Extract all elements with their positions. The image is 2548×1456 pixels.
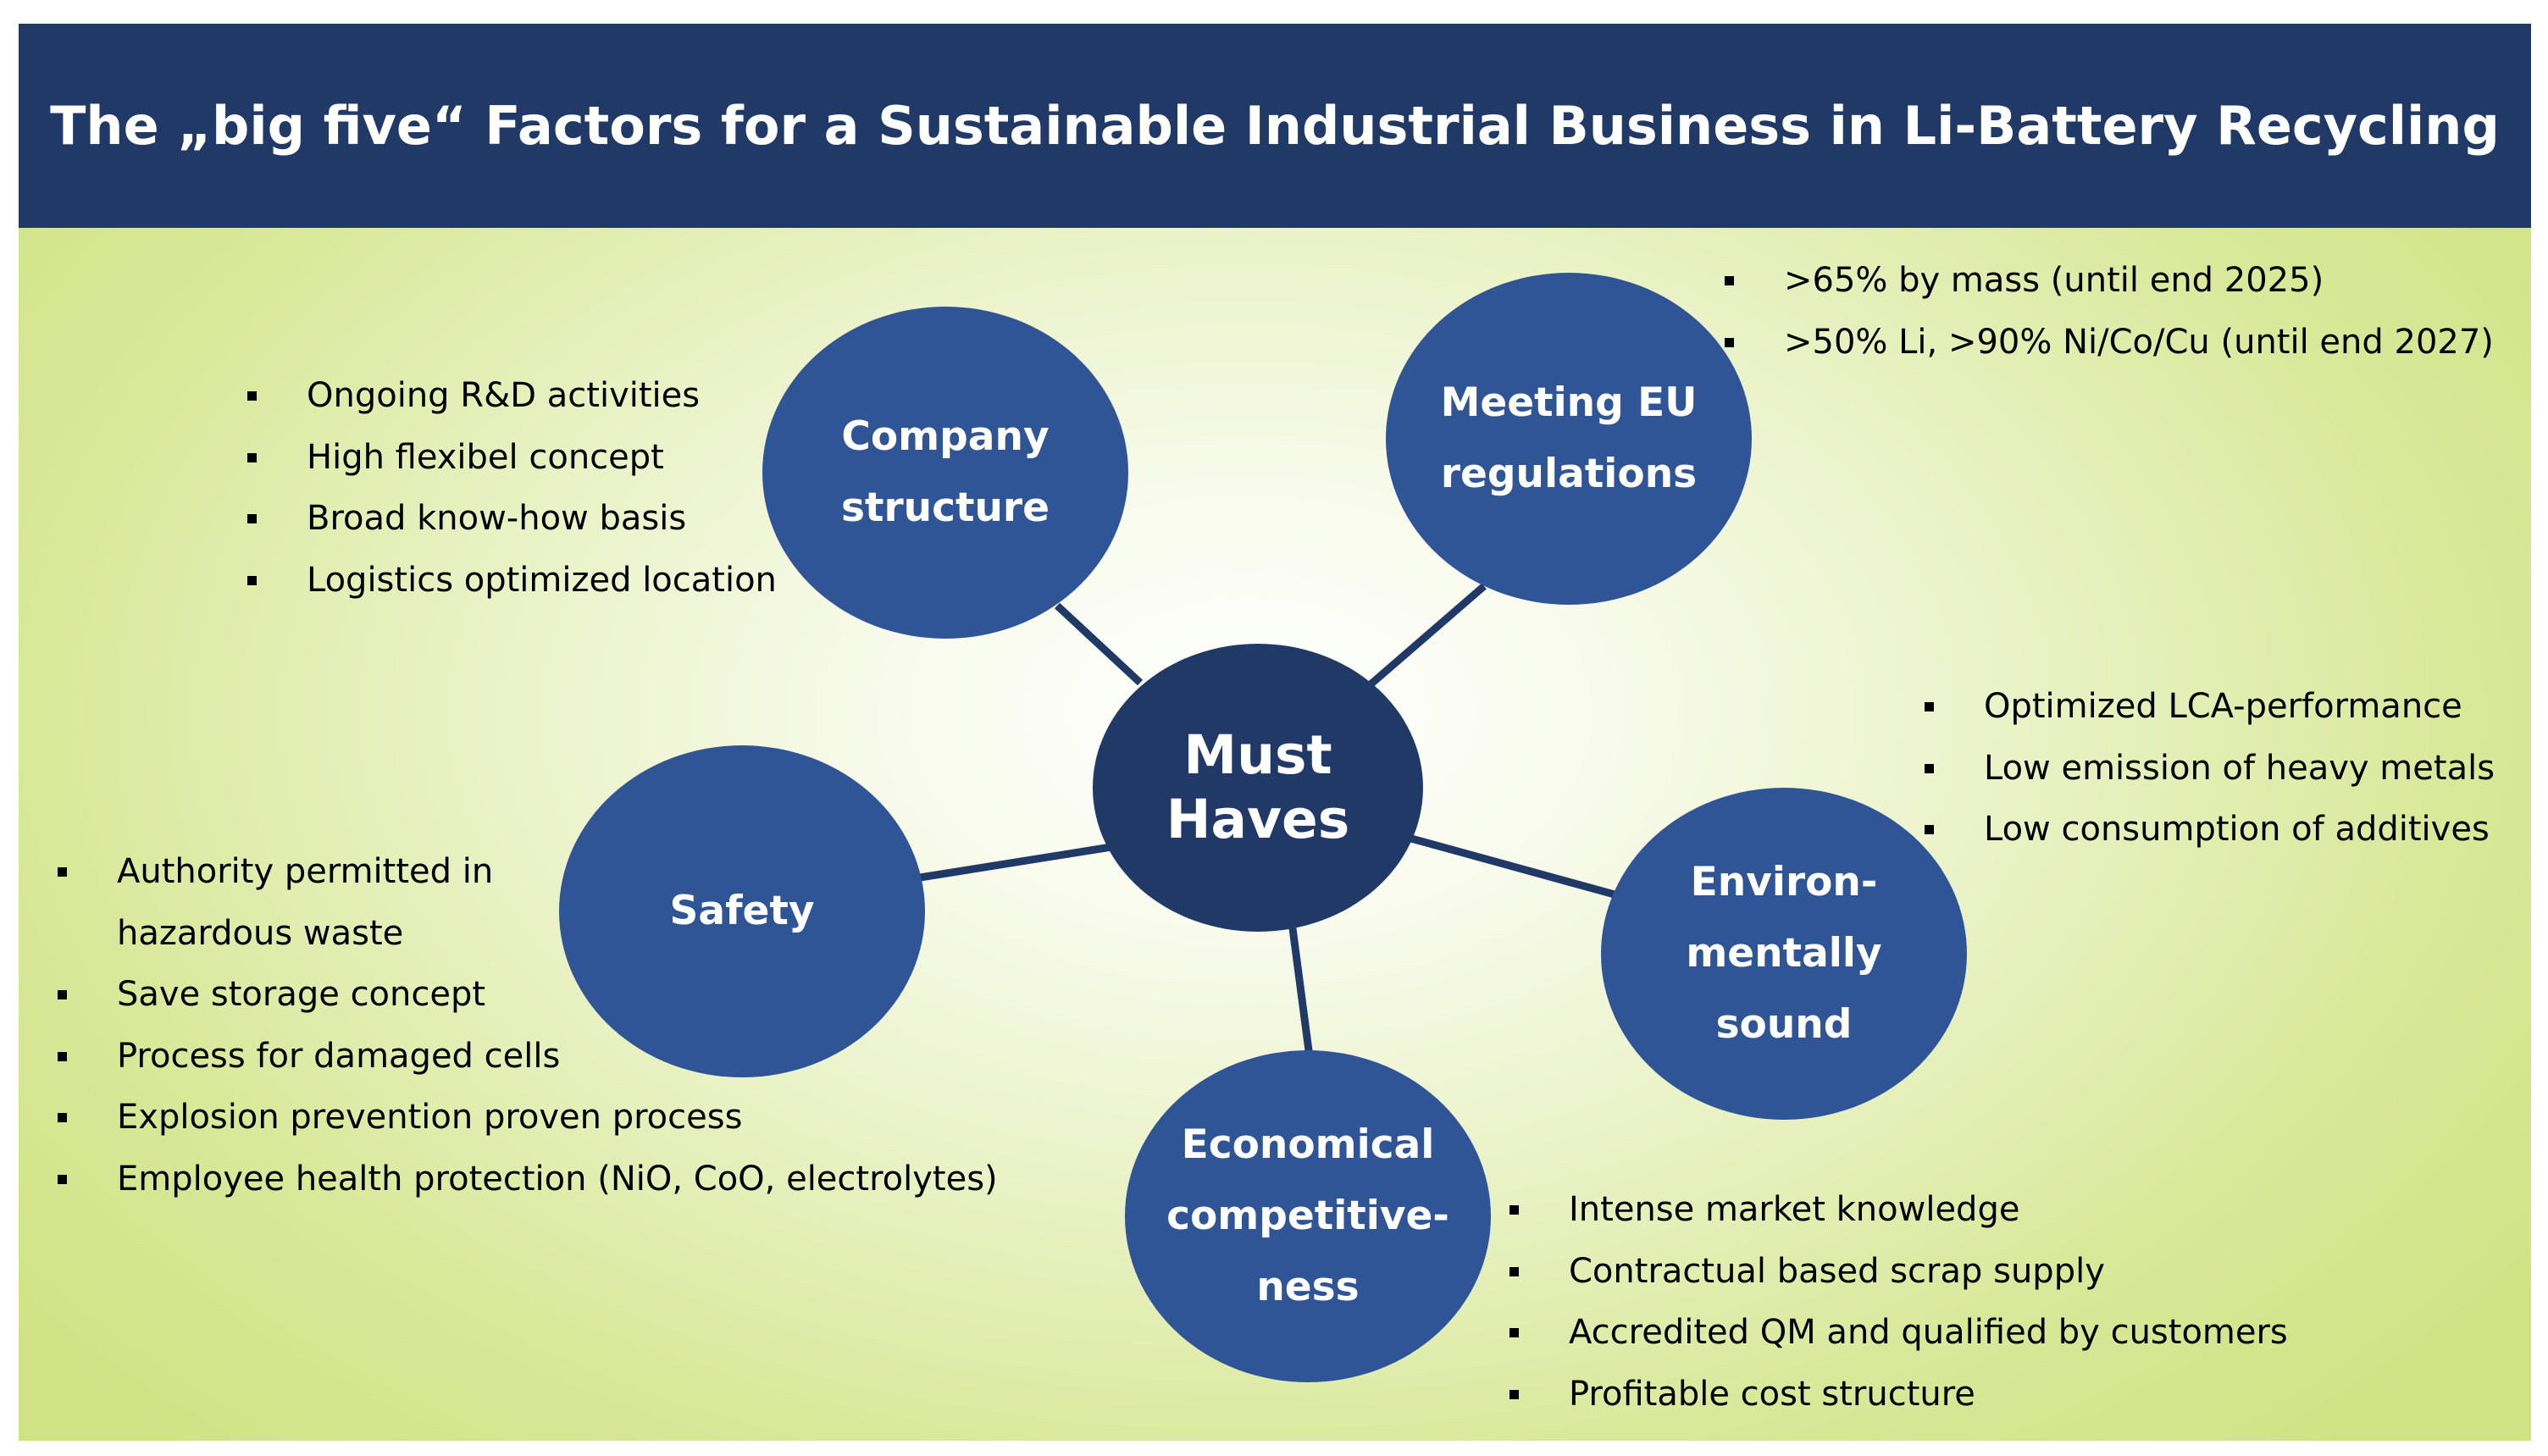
economical-circle: Economical competitive- ness [1125,1050,1491,1382]
company-structure-circle: Company structure [762,307,1128,639]
list-item: Employee health protection (NiO, CoO, el… [58,1149,998,1210]
environment-circle: Environ- mentally sound [1601,788,1967,1120]
list-item: Low emission of heavy metals [1925,738,2495,800]
eu-line-2: regulations [1440,451,1698,497]
list-item: Contractual based scrap supply [1509,1241,2288,1303]
list-item: Accredited QM and qualified by customers [1509,1302,2288,1364]
connector-environment [1410,834,1616,899]
title-bar: The „big five“ Factors for a Sustainable… [19,24,2531,228]
list-item: Profitable cost structure [1509,1364,2288,1426]
center-line-1: Must [1183,724,1332,786]
company-bullet-list: Ongoing R&D activities High flexibel con… [247,365,777,611]
economical-line-3: ness [1256,1264,1360,1310]
list-item-line: Authority permitted in [117,852,494,891]
list-item-line: hazardous waste [117,913,404,953]
list-item: Low consumption of additives [1925,799,2495,861]
eu-line-1: Meeting EU [1440,379,1698,426]
safety-bullet-list: Authority permitted in hazardous waste S… [58,841,998,1210]
company-line-1: Company [841,413,1050,460]
connector-economical [1288,927,1314,1058]
economical-bullet-list: Intense market knowledge Contractual bas… [1509,1179,2288,1425]
page-title: The „big five“ Factors for a Sustainable… [50,95,2500,157]
company-line-2: structure [841,484,1050,531]
environment-line-3: sound [1715,1001,1853,1048]
list-item: Explosion prevention proven process [58,1087,998,1149]
list-item: High flexibel concept [247,427,777,489]
environment-line-1: Environ- [1690,859,1878,905]
list-item: Process for damaged cells [58,1026,998,1088]
safety-line-1: Safety [669,888,815,934]
list-item: Authority permitted in hazardous waste [58,841,998,964]
environment-line-2: mentally [1686,930,1882,977]
economical-line-1: Economical [1181,1121,1435,1168]
connector-company [1054,602,1144,686]
list-item: Save storage concept [58,964,998,1026]
economical-line-2: competitive- [1166,1193,1449,1239]
safety-circle: Safety [559,745,925,1077]
list-item: >65% by mass (until end 2025) [1725,250,2494,312]
must-haves-circle: Must Haves [1093,644,1423,932]
center-line-2: Haves [1166,789,1350,850]
eu-bullet-list: >65% by mass (until end 2025) >50% Li, >… [1725,250,2494,373]
list-item: >50% Li, >90% Ni/Co/Cu (until end 2027) [1725,312,2494,374]
list-item: Logistics optimized location [247,550,777,612]
list-item: Ongoing R&D activities [247,365,777,427]
list-item: Broad know-how basis [247,488,777,550]
connector-eu [1368,583,1487,688]
eu-regulations-circle: Meeting EU regulations [1386,273,1752,605]
connector-safety [919,843,1112,882]
list-item: Optimized LCA-performance [1925,676,2495,738]
environment-bullet-list: Optimized LCA-performance Low emission o… [1925,676,2495,861]
list-item: Intense market knowledge [1509,1179,2288,1241]
